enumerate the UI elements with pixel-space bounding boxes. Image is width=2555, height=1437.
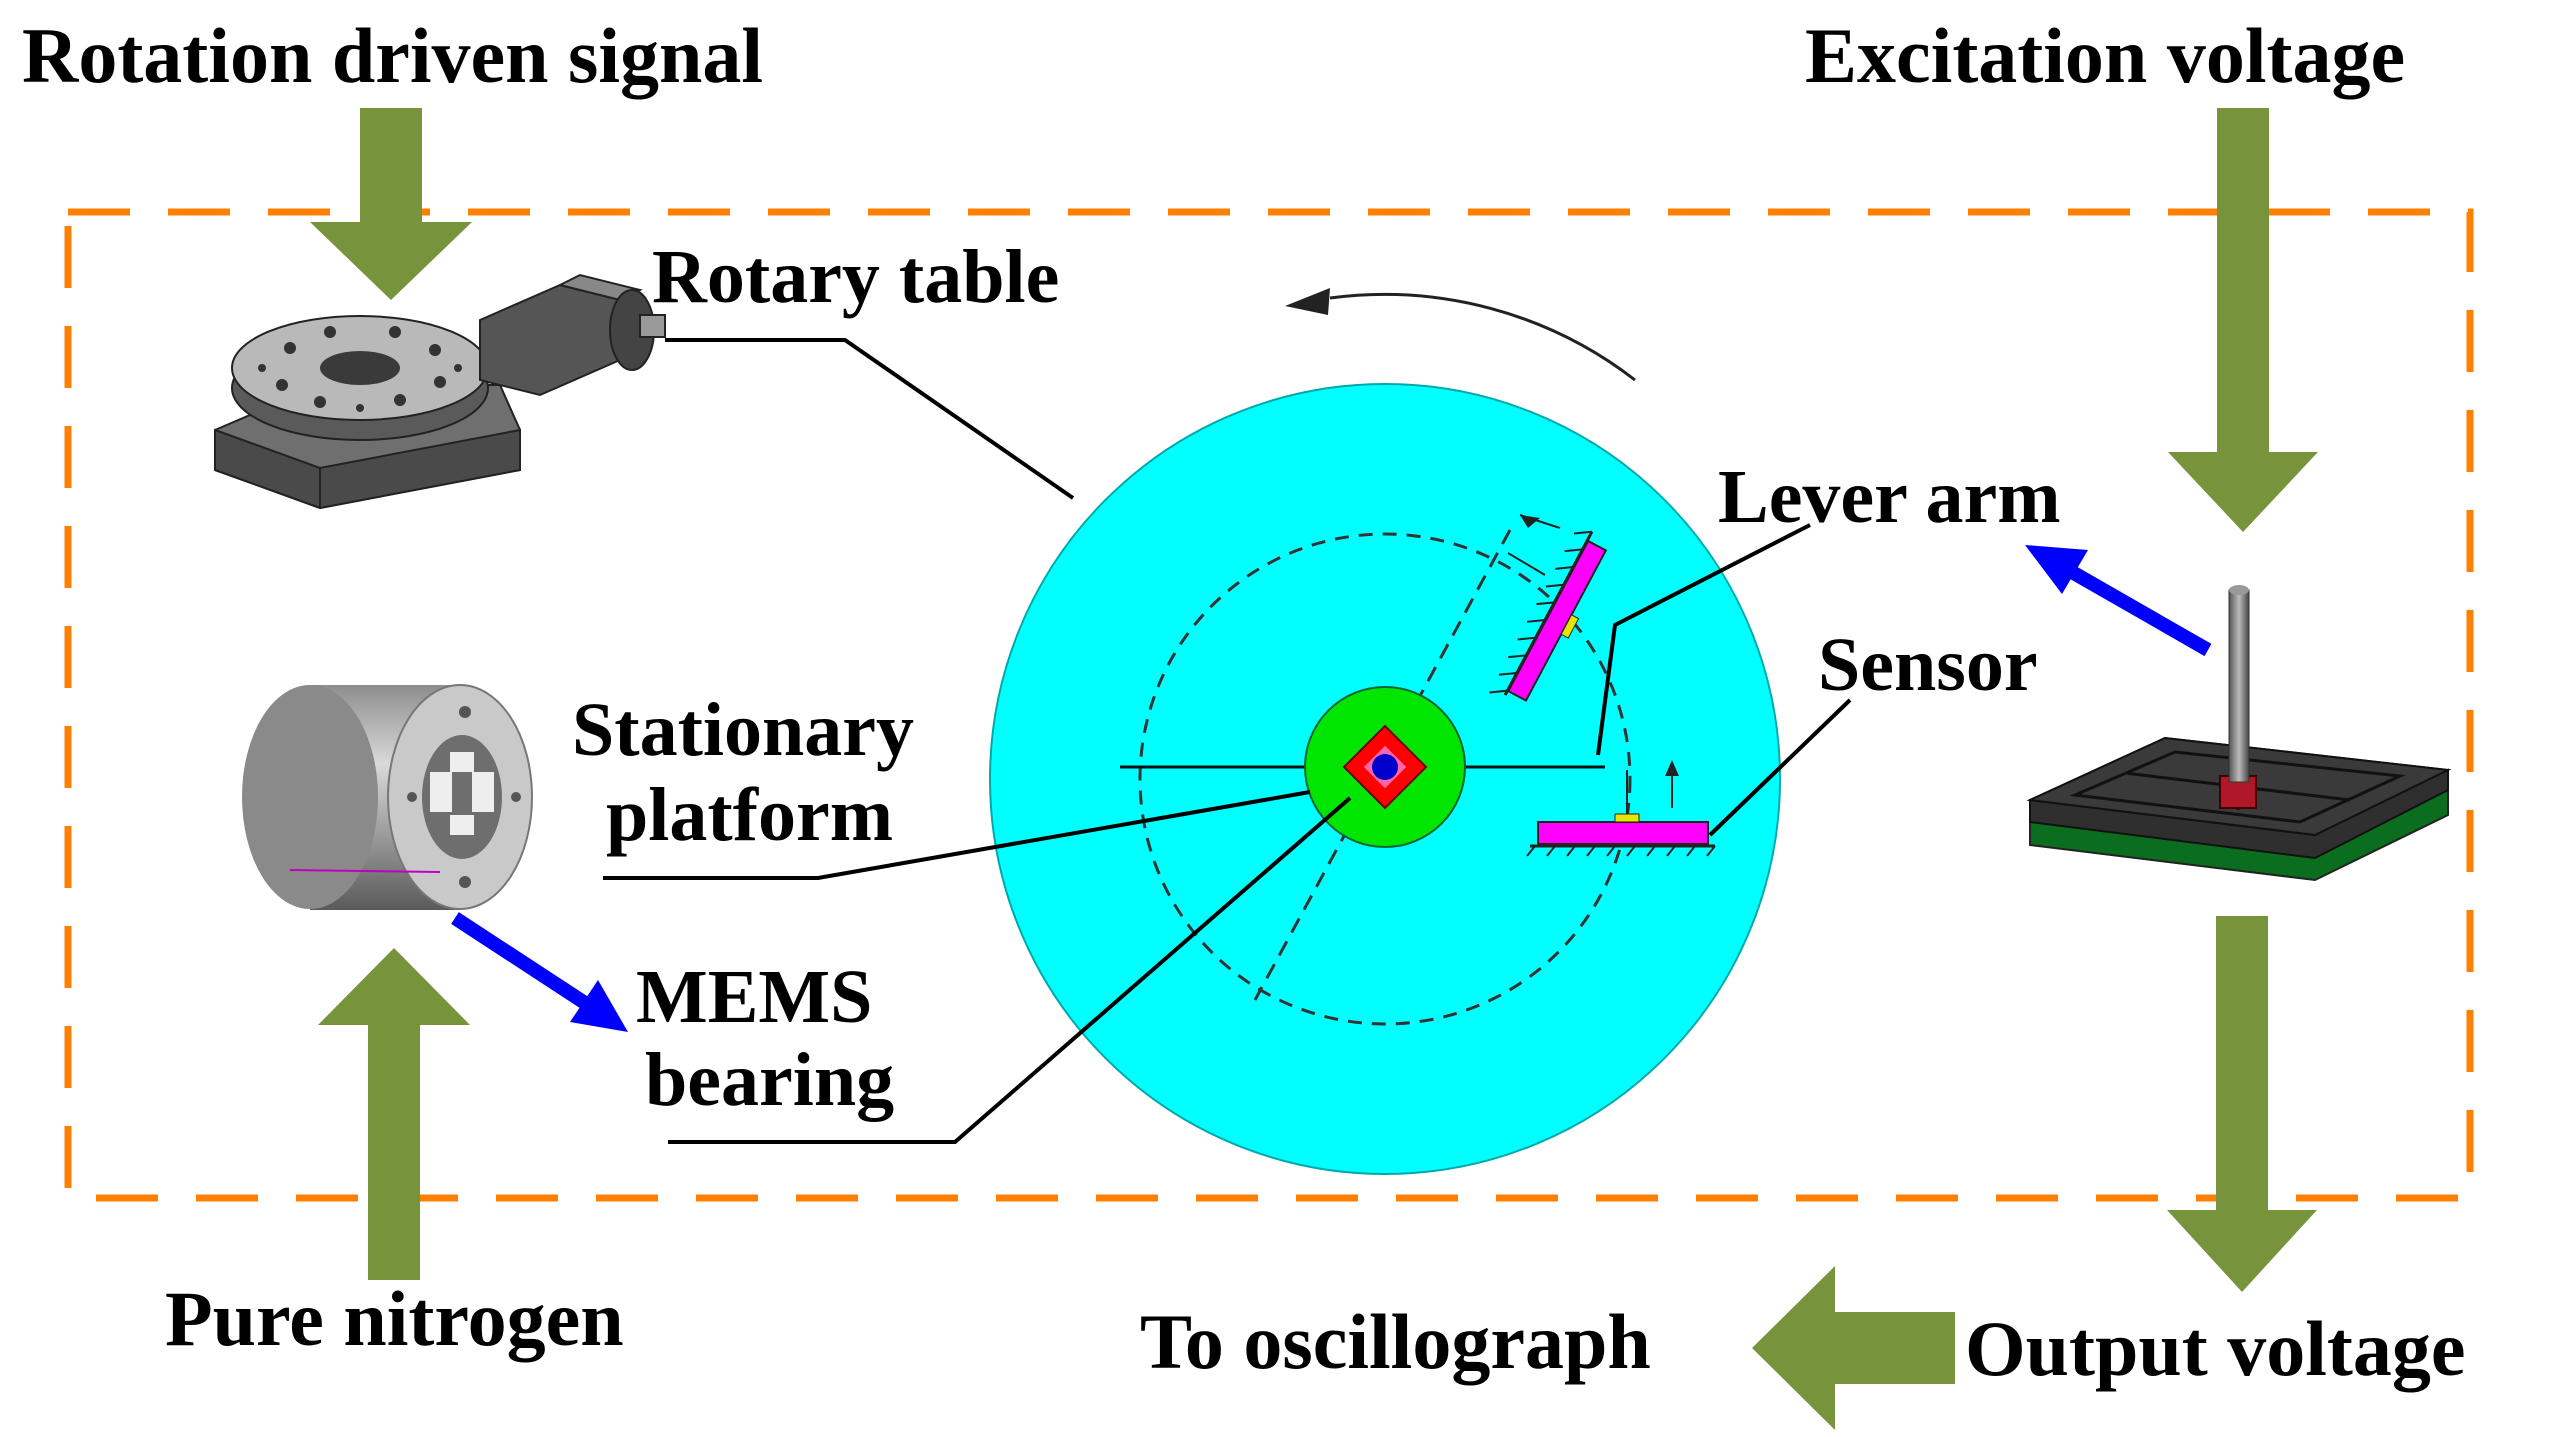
lever-arm-pointer-arrow	[2025, 545, 2212, 657]
stationary-label: Stationary	[572, 688, 914, 772]
sensor-body	[1537, 821, 1709, 845]
rotation-signal-arrow	[310, 108, 472, 300]
leader-lines	[603, 338, 1852, 1144]
sensor-board-image	[2026, 585, 2452, 882]
mems-label: MEMS	[636, 955, 872, 1039]
output-voltage-arrow	[2167, 916, 2317, 1292]
system-boundary-dashed-box	[64, 208, 2474, 1202]
pure-nitrogen-label: Pure nitrogen	[165, 1275, 624, 1362]
rotation-driven-signal-label: Rotation driven signal	[22, 12, 763, 99]
rotary-disk-schematic	[989, 288, 1781, 1175]
to-oscillograph-arrow	[1752, 1266, 1955, 1430]
excitation-voltage-arrow	[2168, 108, 2318, 532]
platform-label: platform	[606, 773, 893, 857]
rotation-path-dashed-circle	[1138, 532, 1632, 1026]
rotary-table-image	[214, 273, 666, 510]
excitation-voltage-label: Excitation voltage	[1805, 12, 2405, 99]
to-oscillograph-label: To oscillograph	[1140, 1298, 1651, 1385]
mems-bearing-image	[242, 684, 533, 910]
output-voltage-label: Output voltage	[1965, 1305, 2466, 1392]
mems-pointer-arrow	[451, 912, 628, 1032]
lever-arm-label: Lever arm	[1718, 455, 2061, 539]
bearing-label: bearing	[645, 1038, 894, 1122]
pure-nitrogen-arrow	[318, 948, 470, 1280]
rotation-direction-arrow	[1329, 292, 1636, 382]
sensor-label: Sensor	[1818, 623, 2038, 707]
rotary-table-label: Rotary table	[652, 235, 1059, 319]
